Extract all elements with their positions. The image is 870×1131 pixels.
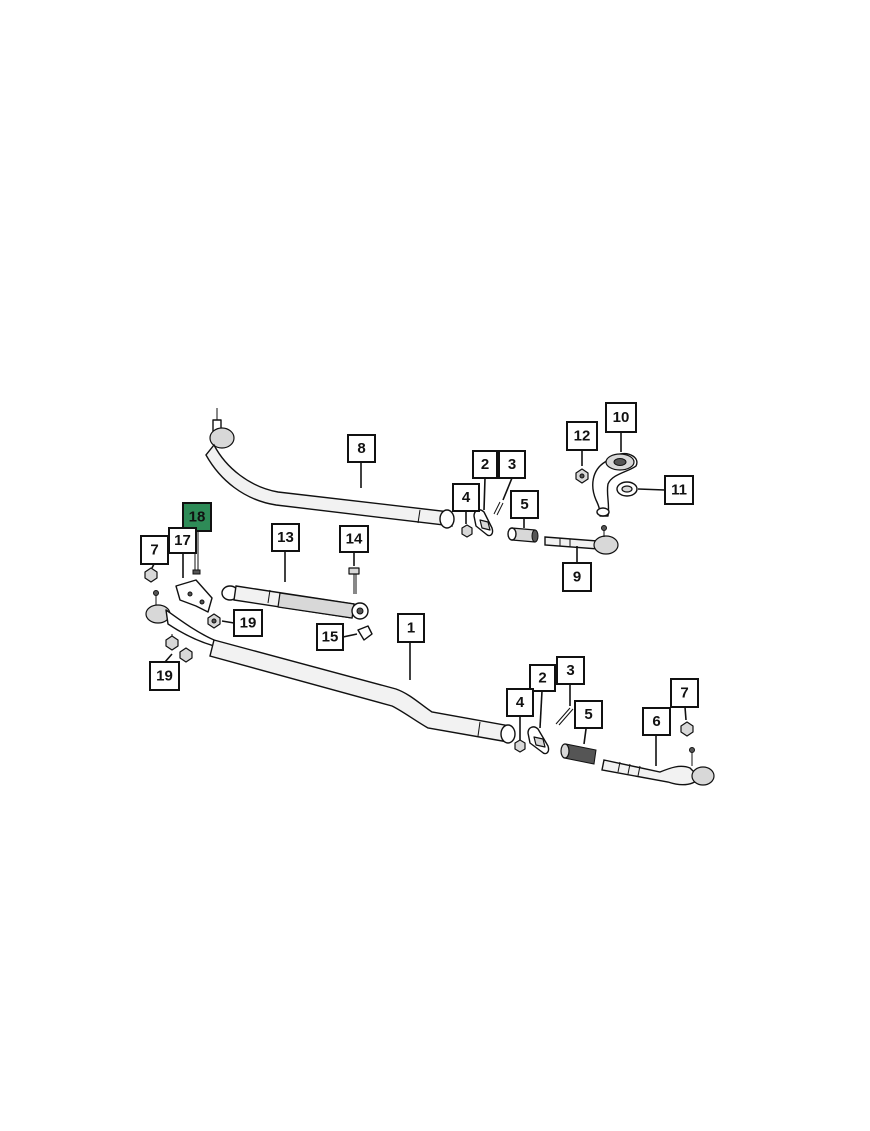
callout-6-label: 6 (652, 713, 660, 730)
callout-3-upper-label: 3 (508, 456, 516, 473)
callout-7-upper-label: 7 (150, 542, 158, 559)
drag-link-part (205, 408, 455, 529)
callout-2-lower: 2 (529, 664, 556, 692)
callout-2-upper: 2 (472, 450, 498, 479)
callout-12: 12 (566, 421, 598, 451)
steering-damper-part (221, 585, 369, 620)
callout-6: 6 (642, 707, 671, 736)
callout-13-label: 13 (277, 529, 294, 546)
callout-9: 9 (562, 562, 592, 592)
tie-rod-part-1 (145, 590, 516, 744)
callout-5-upper: 5 (510, 490, 539, 519)
tie-rod-end-part-6 (601, 721, 715, 786)
left-bracket-cluster (144, 530, 213, 613)
nut-part-12 (575, 468, 589, 484)
callout-1: 1 (397, 613, 425, 643)
callout-15: 15 (316, 623, 344, 651)
lower-clamp-assembly (514, 707, 574, 755)
callout-7-lower-label: 7 (680, 685, 688, 702)
callout-17-label: 17 (174, 532, 191, 549)
callout-5-upper-label: 5 (520, 496, 528, 513)
callout-4-upper: 4 (452, 483, 480, 512)
callout-15-label: 15 (322, 629, 339, 646)
callout-19-lower: 19 (149, 661, 180, 691)
washer-part-11 (616, 481, 638, 497)
nut-part-19b (179, 647, 193, 663)
callout-5-lower-label: 5 (584, 706, 592, 723)
callout-11-label: 11 (671, 482, 687, 499)
bolt-part-14 (348, 567, 360, 594)
callout-19-lower-label: 19 (156, 668, 173, 685)
callout-12-label: 12 (574, 428, 591, 445)
callout-4-lower: 4 (506, 688, 534, 717)
callout-18-label: 18 (189, 509, 206, 526)
tie-rod-end-part-9 (544, 525, 619, 555)
lower-adjuster-sleeve (560, 743, 597, 765)
nut-part-19a (207, 613, 221, 629)
callout-19-upper-label: 19 (240, 615, 257, 632)
callout-1-label: 1 (407, 620, 415, 637)
callout-8: 8 (347, 434, 376, 463)
callout-17: 17 (168, 527, 197, 554)
bracket-part-15 (357, 625, 373, 641)
callout-18: 18 (182, 502, 212, 532)
callout-9-label: 9 (573, 569, 581, 586)
callout-10: 10 (605, 402, 637, 433)
callout-14-label: 14 (346, 531, 363, 548)
upper-adjuster-sleeve (507, 527, 539, 543)
pitman-arm-part (592, 452, 638, 517)
callout-2-upper-label: 2 (481, 456, 489, 473)
callout-11: 11 (664, 475, 694, 505)
callout-7-upper: 7 (140, 535, 169, 565)
callout-7-lower: 7 (670, 678, 699, 708)
callout-4-lower-label: 4 (516, 694, 525, 711)
callout-8-label: 8 (357, 440, 365, 457)
callout-3-lower: 3 (556, 656, 585, 685)
callout-14: 14 (339, 525, 369, 553)
callout-4-upper-label: 4 (462, 489, 471, 506)
callout-3-lower-label: 3 (566, 662, 574, 679)
callout-19-upper: 19 (233, 609, 263, 637)
callout-3-upper: 3 (498, 450, 526, 479)
callout-2-lower-label: 2 (538, 670, 546, 687)
callout-13: 13 (271, 523, 300, 552)
callout-10-label: 10 (613, 409, 630, 426)
callout-5-lower: 5 (574, 700, 603, 729)
